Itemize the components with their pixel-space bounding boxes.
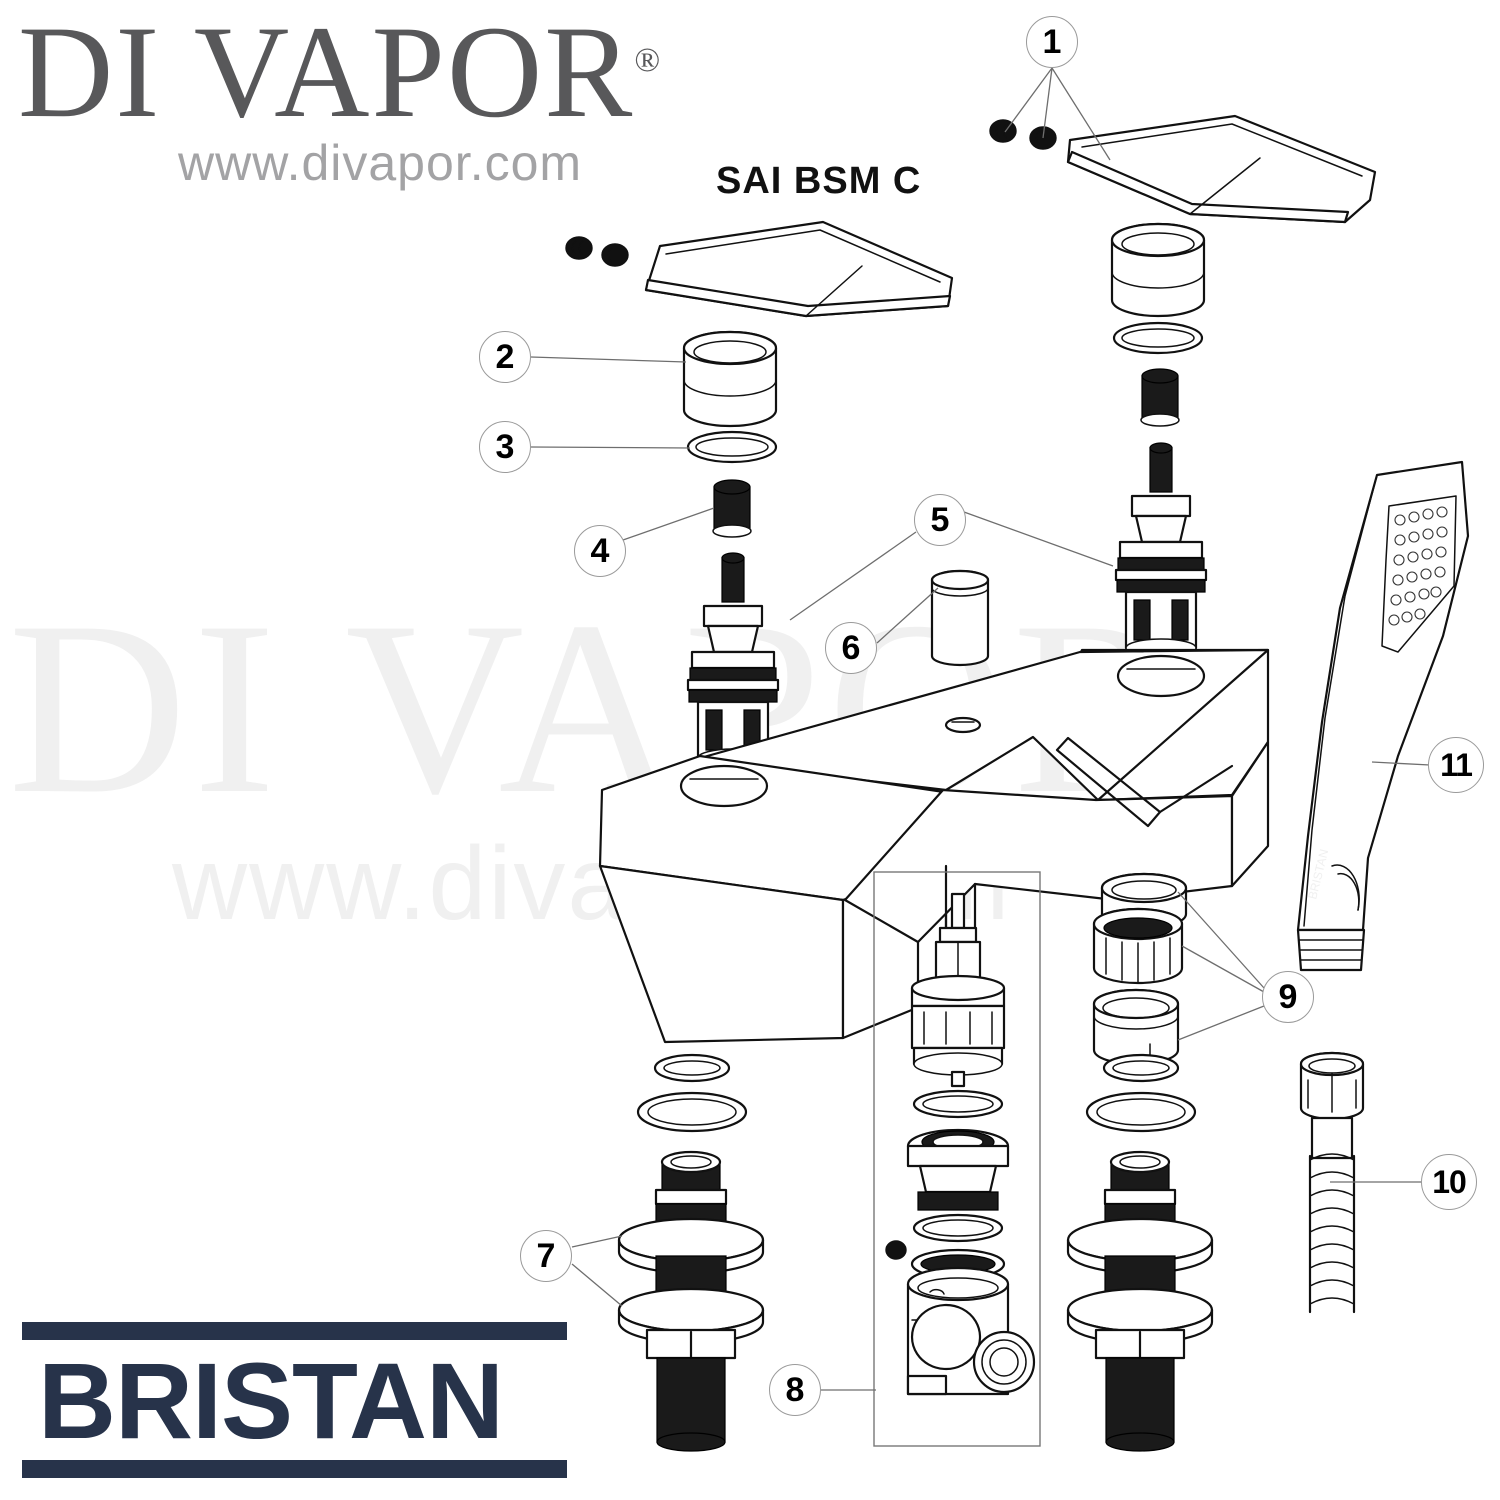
brand-website: www.divapor.com [178,135,583,191]
callout-3[interactable]: 3 [479,421,531,473]
callout-10[interactable]: 10 [1421,1154,1477,1210]
callout-1[interactable]: 1 [1026,16,1078,68]
registered-trademark-icon: ® [634,42,661,79]
diverter-cartridge-assembly [873,871,1041,1447]
brand-name: DI VAPOR® [18,0,661,145]
o-ring-right [1112,321,1204,355]
handle-collar-left [682,330,778,428]
spindle-adaptor-left [712,479,752,538]
logo-bar-top [22,1322,567,1340]
shower-hose [1299,1051,1365,1314]
handle-collar-right [1110,222,1206,318]
callout-7[interactable]: 7 [520,1230,572,1282]
callout-2[interactable]: 2 [479,331,531,383]
shower-handset: BRISTAN [1296,460,1470,972]
o-ring-left [686,430,778,464]
lever-handle-right [1066,114,1377,224]
lever-handle-left [644,220,954,318]
grub-screw-left-handle-b [601,243,629,267]
logo-bar-bottom [22,1460,567,1479]
tail-assembly-left [617,1053,765,1452]
callout-11[interactable]: 11 [1428,737,1484,793]
spindle-adaptor-right [1140,368,1180,427]
tail-assembly-right [1066,1053,1214,1452]
page-title: SAI BSM C [716,160,922,202]
brand-logo: DI VAPOR® www.divapor.com [18,0,758,192]
leader-lines [530,67,1431,1391]
valve-cartridge-right [1114,442,1208,658]
callout-5[interactable]: 5 [914,494,966,546]
callout-8[interactable]: 8 [769,1364,821,1416]
valve-cartridge-left [686,552,780,768]
callout-6[interactable]: 6 [825,622,877,674]
manufacturer-name: BRISTAN [38,1340,504,1461]
outlet-nut [1092,988,1180,1066]
callout-4[interactable]: 4 [574,525,626,577]
knurled-collar [1092,907,1184,985]
sleeve-spacer [930,569,990,667]
grub-screw-left-handle-a [565,236,593,260]
spray-face-holes [1388,506,1448,626]
mixer-body [598,648,1270,1044]
manufacturer-logo: BRISTAN [22,1322,567,1479]
callout-9[interactable]: 9 [1262,971,1314,1023]
